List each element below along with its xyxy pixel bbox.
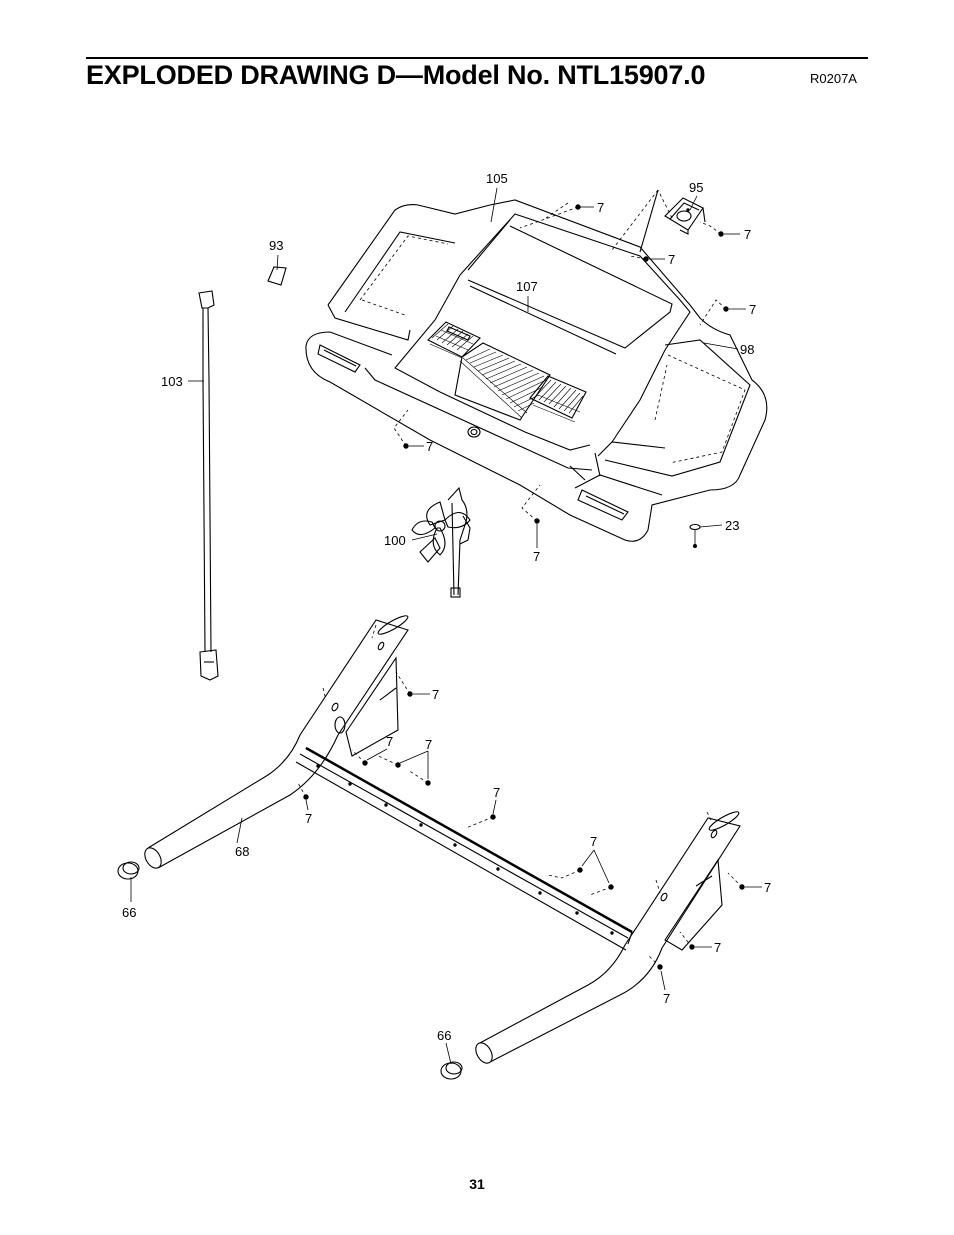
cable-103: [198, 290, 219, 681]
callout-7: 7: [305, 811, 312, 826]
left-upright-68: [144, 615, 409, 869]
callout-105: 105: [486, 171, 508, 186]
callout-7: 7: [714, 940, 721, 955]
callout-7: 7: [425, 737, 432, 752]
callout-7: 7: [749, 302, 756, 317]
callout-labels: 105 95 93 107 98 103 100 23 68 66 66 7 7…: [122, 171, 771, 1043]
end-cap-66-left: [117, 861, 140, 880]
callout-7: 7: [590, 834, 597, 849]
callout-7: 7: [597, 200, 604, 215]
page-title: EXPLODED DRAWING D—Model No. NTL15907.0: [86, 60, 706, 90]
callout-7: 7: [764, 880, 771, 895]
callout-93: 93: [269, 238, 283, 253]
screw-23: [689, 523, 701, 549]
callout-68: 68: [235, 844, 249, 859]
end-cap-66-right: [440, 1061, 463, 1080]
callout-7: 7: [386, 734, 393, 749]
callout-7: 7: [533, 549, 540, 564]
callout-66-right: 66: [437, 1028, 451, 1043]
callout-7: 7: [432, 687, 439, 702]
title-rule: [86, 57, 868, 59]
fan-100: [411, 486, 471, 598]
callout-7: 7: [668, 252, 675, 267]
callout-7: 7: [744, 227, 751, 242]
screws-7: [303, 204, 745, 970]
callout-98: 98: [740, 342, 754, 357]
callout-7: 7: [493, 785, 500, 800]
page-number: 31: [469, 1176, 485, 1192]
leader-lines: [130, 187, 762, 1065]
part-93: [267, 266, 287, 286]
motor-hood: [305, 189, 768, 542]
drawing-code: R0207A: [810, 71, 857, 86]
right-upright-68: [475, 811, 741, 1064]
callout-7: 7: [663, 991, 670, 1006]
bracket-95: [664, 197, 706, 235]
callout-95: 95: [689, 180, 703, 195]
callout-100: 100: [384, 533, 406, 548]
callout-7: 7: [426, 439, 433, 454]
alignment-lines: [297, 189, 743, 968]
callout-107: 107: [516, 279, 538, 294]
callout-66-left: 66: [122, 905, 136, 920]
callout-103: 103: [161, 374, 183, 389]
crossbar: [295, 746, 633, 951]
callout-23: 23: [725, 518, 739, 533]
